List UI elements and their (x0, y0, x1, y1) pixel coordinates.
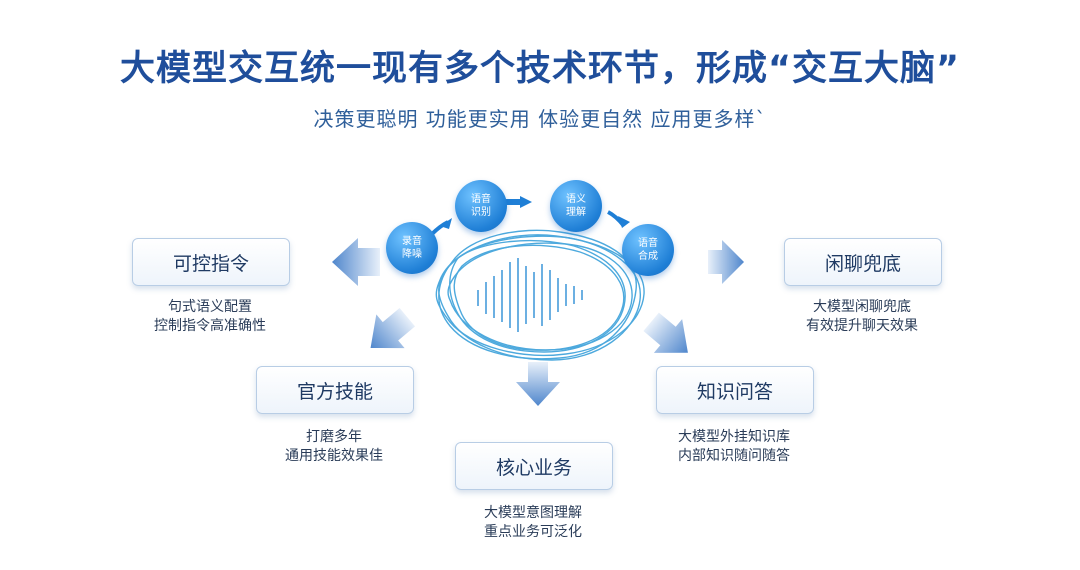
desc-line: 大模型意图理解 (484, 505, 582, 521)
module-official-desc: 打磨多年 通用技能效果佳 (246, 428, 422, 466)
pipeline-step-label: 语音 (638, 238, 658, 249)
desc-line: 打磨多年 (306, 429, 362, 445)
pipeline-step-asr: 语音 识别 (455, 180, 507, 232)
pipeline-step-label: 识别 (471, 207, 491, 218)
arrow-to-chat (708, 240, 744, 284)
module-controllable-command: 可控指令 (132, 238, 290, 286)
desc-line: 重点业务可泛化 (484, 524, 582, 540)
pipeline-step-label: 语义 (566, 194, 586, 205)
pipeline-step-recording: 录音 降噪 (386, 222, 438, 274)
pipeline-step-label: 录音 (402, 236, 422, 247)
arrow-to-knowledge (643, 312, 688, 353)
arrow-to-official (370, 307, 416, 349)
module-chat-fallback: 闲聊兜底 (784, 238, 942, 286)
desc-line: 有效提升聊天效果 (806, 318, 918, 334)
module-knowledge-qa: 知识问答 (656, 366, 814, 414)
desc-line: 内部知识随问随答 (678, 448, 790, 464)
module-chat-desc: 大模型闲聊兜底 有效提升聊天效果 (774, 298, 950, 336)
page-title: 大模型交互统一现有多个技术环节，形成“交互大脑” (119, 49, 960, 89)
pipeline-arrow-2 (520, 196, 532, 208)
module-controllable-desc: 句式语义配置 控制指令高准确性 (122, 298, 298, 336)
arrow-to-controllable (332, 238, 380, 286)
pipeline-step-label: 理解 (566, 207, 586, 218)
desc-line: 大模型闲聊兜底 (813, 299, 911, 315)
pipeline-step-tts: 语音 合成 (622, 224, 674, 276)
desc-line: 句式语义配置 (168, 299, 252, 315)
module-core-business: 核心业务 (455, 442, 613, 490)
pipeline-step-nlu: 语义 理解 (550, 180, 602, 232)
module-official-skills: 官方技能 (256, 366, 414, 414)
arrow-to-core (516, 362, 560, 406)
module-core-desc: 大模型意图理解 重点业务可泛化 (445, 504, 621, 542)
desc-line: 控制指令高准确性 (154, 318, 266, 334)
pipeline-step-label: 语音 (471, 194, 491, 205)
page-subtitle: 决策更聪明 功能更实用 体验更自然 应用更多样` (313, 107, 767, 131)
pipeline-step-label: 合成 (638, 251, 658, 262)
module-knowledge-desc: 大模型外挂知识库 内部知识随问随答 (646, 428, 822, 466)
pipeline-step-label: 降噪 (402, 249, 422, 260)
desc-line: 大模型外挂知识库 (678, 429, 790, 445)
desc-line: 通用技能效果佳 (285, 448, 383, 464)
